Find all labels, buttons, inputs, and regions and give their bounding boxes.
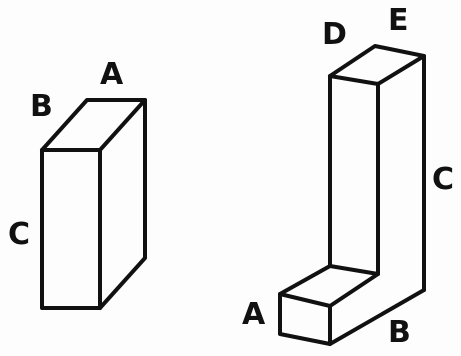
- left-box: [40, 98, 147, 310]
- right-label-c: C: [432, 162, 455, 197]
- left-label-c: C: [8, 217, 31, 252]
- base-side-face: [328, 288, 426, 346]
- left-label-b: B: [30, 89, 53, 124]
- foot-front-face: [278, 292, 332, 346]
- left-label-a: A: [100, 57, 124, 92]
- l-shaped-block: [278, 44, 426, 346]
- left-box-top-face: [40, 98, 147, 152]
- right-label-e: E: [388, 3, 409, 38]
- right-label-b: B: [388, 315, 411, 350]
- right-label-a: A: [242, 297, 266, 332]
- foot-top-face: [278, 264, 380, 308]
- left-box-front-face: [40, 148, 102, 310]
- left-box-side-face: [98, 98, 147, 310]
- column-front-face: [328, 74, 380, 276]
- right-label-d: D: [322, 17, 347, 52]
